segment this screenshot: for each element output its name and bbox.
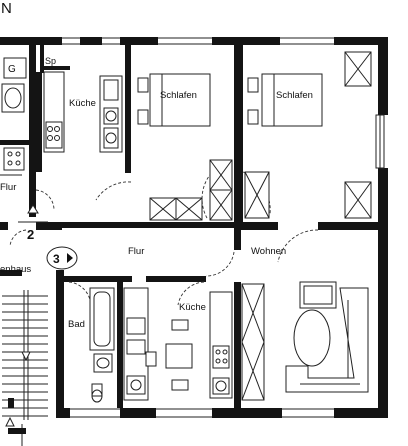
lower-kitchen-fixtures xyxy=(123,283,265,401)
living-room-furniture xyxy=(285,281,369,393)
room-label-wohnen: Wohnen xyxy=(251,246,286,257)
room-label-flur: Flur xyxy=(128,246,144,257)
room-label-treppenhaus: enhaus xyxy=(0,264,31,275)
left-kitchen-fixtures: G xyxy=(0,57,123,176)
room-labels: Küche Sp Schlafen Schlafen Flur Flur enh… xyxy=(0,56,313,330)
room-label-flur-left: Flur xyxy=(0,182,16,193)
room-label-sp: Sp xyxy=(45,56,56,66)
bathroom-fixtures xyxy=(89,287,115,403)
room-label-schlafen-left: Schlafen xyxy=(160,90,197,101)
corner-label: N xyxy=(1,0,12,17)
room-label-bad: Bad xyxy=(68,319,85,330)
bedroom-furniture xyxy=(137,51,372,221)
room-label-kueche-left: Küche xyxy=(69,98,96,109)
unit-marker-3: 3 xyxy=(46,246,78,270)
unit-number: 3 xyxy=(53,252,60,266)
interior-walls xyxy=(0,37,388,408)
room-label-schlafen-right: Schlafen xyxy=(276,90,313,101)
stairwell xyxy=(2,290,48,446)
svg-text:G: G xyxy=(8,64,16,75)
windows xyxy=(62,37,385,418)
stair-number: 2 xyxy=(27,227,34,242)
stair-marker-2: 2 xyxy=(18,204,48,242)
room-label-kueche-bottom: Küche xyxy=(179,302,206,313)
